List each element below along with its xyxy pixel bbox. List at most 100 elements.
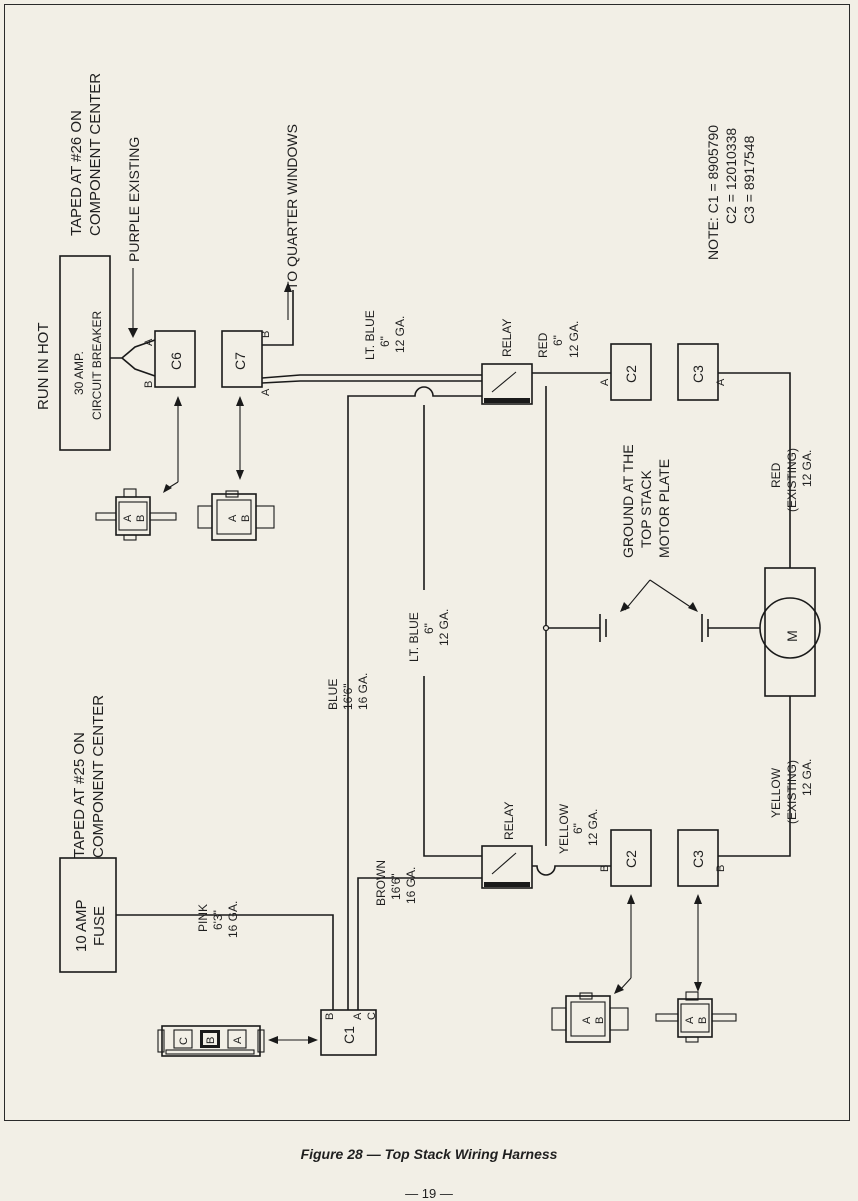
junction-dot bbox=[542, 624, 550, 632]
purple-arrowhead bbox=[128, 328, 138, 338]
plug-pin-b: B bbox=[205, 1037, 217, 1044]
c2-top-pin-a: A bbox=[599, 378, 611, 386]
circuit-breaker-label-2: CIRCUIT BREAKER bbox=[90, 311, 104, 420]
lt-blue-mid-1: LT. BLUE bbox=[407, 612, 421, 662]
yellow-relay-3: 12 GA. bbox=[586, 809, 600, 846]
plug-pin-b: B bbox=[240, 515, 252, 522]
lt-blue-mid-wire bbox=[423, 405, 482, 857]
arrowhead bbox=[627, 894, 635, 904]
c3-top-label: C3 bbox=[690, 365, 706, 383]
red-existing-3: 12 GA. bbox=[800, 450, 814, 487]
note-line-2: C2 = 12010338 bbox=[723, 128, 739, 224]
c3-bottom-plug-icon: A B bbox=[655, 991, 737, 1043]
brown-wire bbox=[357, 877, 482, 1010]
arrowhead bbox=[614, 984, 624, 994]
motor-label: M bbox=[784, 630, 800, 642]
plug-pin-a: A bbox=[581, 1016, 593, 1024]
plug-pin-a: A bbox=[122, 514, 134, 522]
lt-blue-top-1: LT. BLUE bbox=[363, 310, 377, 360]
plug-pin-b: B bbox=[594, 1017, 606, 1024]
wiring-diagram: RUN IN HOT 30 AMP. CIRCUIT BREAKER TAPED… bbox=[35, 73, 821, 1057]
c6-pin-a: A bbox=[143, 338, 155, 346]
diagram-frame bbox=[4, 4, 850, 1121]
pink-label-3: 16 GA. bbox=[226, 901, 240, 938]
fuse-label-2: FUSE bbox=[91, 906, 108, 946]
figure-caption: Figure 28 — Top Stack Wiring Harness bbox=[300, 1146, 558, 1162]
c2-bottom-label: C2 bbox=[623, 850, 639, 868]
yellow-relay-1: YELLOW bbox=[557, 803, 571, 854]
c3-top-connector bbox=[677, 343, 719, 401]
red-existing-2: (EXISTING) bbox=[785, 448, 799, 512]
to-quarter-windows-label: TO QUARTER WINDOWS bbox=[284, 124, 300, 290]
c2-bottom-pin-b: B bbox=[599, 865, 611, 872]
ground-label-2: TOP STACK bbox=[638, 470, 654, 548]
c2-bottom-plug-icon: A B bbox=[551, 992, 629, 1043]
c3-bottom-to-motor-wire bbox=[718, 696, 791, 857]
arrowhead bbox=[174, 396, 182, 406]
arrowhead bbox=[284, 282, 292, 292]
relay-top bbox=[481, 363, 533, 405]
c3-bottom-connector bbox=[677, 829, 719, 887]
c1-connector bbox=[320, 1009, 377, 1056]
red-relay-2: 6" bbox=[551, 335, 565, 346]
arrowhead bbox=[620, 602, 630, 612]
relay-contact bbox=[491, 371, 517, 393]
pink-label-2: 6'3" bbox=[211, 910, 225, 930]
relay-top-label: RELAY bbox=[500, 319, 514, 357]
ground-symbol-right bbox=[701, 614, 760, 642]
yellow-existing-3: 12 GA. bbox=[800, 759, 814, 796]
yellow-existing-2: (EXISTING) bbox=[785, 760, 799, 824]
c7-to-relay-wire-2 bbox=[261, 380, 482, 384]
c1-plug-icon: C B A bbox=[157, 1025, 265, 1057]
arrowhead bbox=[688, 602, 698, 612]
red-relay-3: 12 GA. bbox=[567, 321, 581, 358]
relay-bottom bbox=[481, 845, 533, 889]
relay-top-base bbox=[484, 398, 530, 403]
c1-pin-b: B bbox=[324, 1013, 336, 1020]
arrowhead bbox=[268, 1036, 278, 1044]
page-number: — 19 — bbox=[405, 1186, 453, 1201]
c1-pin-c: C bbox=[366, 1012, 378, 1020]
c6-connector bbox=[154, 330, 196, 388]
plug-pin-a: A bbox=[684, 1016, 696, 1024]
ground-symbol-left bbox=[548, 614, 607, 642]
yellow-relay-2: 6" bbox=[571, 823, 585, 834]
motor-symbol bbox=[759, 597, 821, 659]
c1-pin-a: A bbox=[352, 1012, 364, 1020]
arrowhead bbox=[236, 470, 244, 480]
c6-plug-icon: A B bbox=[95, 488, 177, 541]
c7-label: C7 bbox=[232, 352, 248, 370]
c7-pin-b: B bbox=[260, 331, 272, 338]
brown-label-2: 16'6" bbox=[389, 873, 403, 900]
c1-label: C1 bbox=[341, 1026, 357, 1044]
taped-26-label-2: COMPONENT CENTER bbox=[87, 73, 104, 236]
note-line-3: C3 = 8917548 bbox=[741, 135, 757, 224]
plug-pin-a: A bbox=[227, 514, 239, 522]
taped-25-label-1: TAPED AT #25 ON bbox=[71, 732, 88, 858]
arrowhead bbox=[694, 982, 702, 992]
relay-contact bbox=[491, 852, 517, 875]
c6-label: C6 bbox=[168, 352, 184, 370]
lt-blue-mid-3: 12 GA. bbox=[437, 609, 451, 646]
breaker-to-c6-wire bbox=[110, 339, 156, 377]
fuse-label-1: 10 AMP bbox=[73, 899, 90, 952]
ground-label-3: MOTOR PLATE bbox=[656, 459, 672, 558]
brown-label-3: 16 GA. bbox=[404, 867, 418, 904]
lt-blue-top-3: 12 GA. bbox=[393, 316, 407, 353]
note-line-1: NOTE: C1 = 8905790 bbox=[705, 125, 721, 260]
pink-wire bbox=[116, 914, 334, 1010]
c3-top-to-motor-wire bbox=[718, 372, 791, 568]
relay-bottom-base bbox=[484, 882, 530, 887]
ground-label-1: GROUND AT THE bbox=[620, 444, 636, 558]
c3-bottom-pin-b: B bbox=[715, 865, 727, 872]
arrow-tail bbox=[164, 481, 179, 491]
yellow-existing-1: YELLOW bbox=[769, 767, 783, 818]
c2-bottom-connector bbox=[610, 829, 652, 887]
relay-bottom-right-wire bbox=[532, 865, 611, 876]
blue-label-3: 16 GA. bbox=[356, 673, 370, 710]
arrowhead bbox=[236, 396, 244, 406]
red-relay-1: RED bbox=[536, 332, 550, 358]
c7-plug-icon: A B bbox=[197, 490, 275, 541]
blue-label-2: 16'6" bbox=[341, 683, 355, 710]
ground-arrows bbox=[624, 579, 696, 611]
